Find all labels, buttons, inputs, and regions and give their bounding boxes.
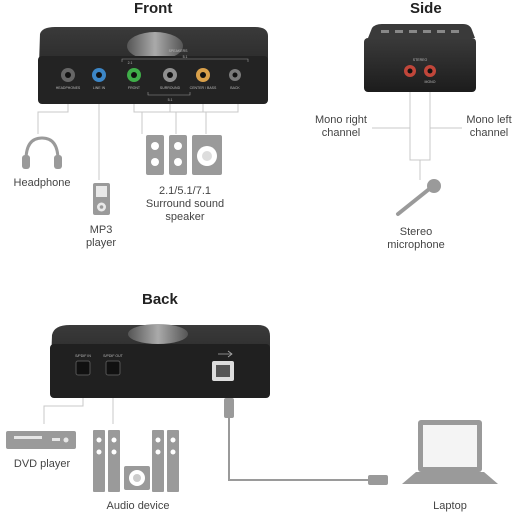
laptop-label: Laptop — [433, 500, 467, 512]
channel-bottom-label: 5.1 — [168, 98, 173, 102]
usb-cable — [224, 398, 388, 485]
mono-right-line2: channel — [321, 127, 361, 139]
channel-top-label: 5.1 — [183, 55, 188, 59]
mono-right-label: Mono right channel — [304, 114, 378, 140]
mono-port-label: MONO — [425, 80, 436, 84]
spdif-out-port[interactable] — [105, 360, 121, 376]
audio-device-icon — [93, 430, 179, 492]
speaker-label-line1: 2.1/5.1/7.1 — [159, 185, 211, 197]
stereo-port-label: STEREO — [413, 58, 428, 62]
stereo-mic-jack-right[interactable] — [404, 65, 416, 77]
back-title: Back — [142, 291, 178, 308]
mp3-player-label: MP3 player — [76, 224, 126, 250]
stereo-mic-jack-left[interactable] — [424, 65, 436, 77]
center-bass-port-label: CENTER / BASS — [190, 86, 217, 90]
spdif-in-port[interactable] — [75, 360, 91, 376]
mic-label-line1: Stereo — [399, 226, 433, 238]
side-title: Side — [410, 0, 442, 17]
mono-right-line1: Mono right — [315, 114, 367, 126]
usb-port[interactable] — [212, 361, 234, 381]
mono-left-line1: Mono left — [466, 114, 512, 126]
mp3-label-line1: MP3 — [89, 224, 113, 236]
front-device: SPEAKERS 5.1 2.1 5.1 HEADPHONES LINE IN … — [38, 27, 268, 104]
side-device: STEREO MONO — [364, 24, 476, 92]
front-grill — [127, 32, 183, 60]
headphones-jack[interactable] — [61, 68, 75, 82]
spdif-out-label: S/PDIF OUT — [103, 354, 124, 358]
headphone-icon — [22, 136, 62, 169]
headphone-label: Headphone — [13, 177, 71, 189]
speaker-label: 2.1/5.1/7.1 Surround sound speaker — [130, 185, 240, 224]
front-title: Front — [134, 0, 173, 17]
spdif-in-label: S/PDIF IN — [75, 354, 91, 358]
back-speaker-jack[interactable] — [229, 69, 241, 81]
center-bass-jack[interactable] — [196, 68, 210, 82]
back-grill — [128, 324, 188, 344]
side-connector-lines — [372, 92, 462, 180]
microphone-icon — [396, 179, 441, 216]
line-in-jack[interactable] — [92, 68, 106, 82]
dvd-player-label: DVD player — [13, 458, 71, 470]
front-port-label: FRONT — [128, 86, 141, 90]
headphones-port-label: HEADPHONES — [56, 86, 81, 90]
back-port-label: BACK — [230, 86, 240, 90]
speaker-label-line2: Surround sound — [145, 198, 225, 210]
front-speaker-jack[interactable] — [127, 68, 141, 82]
usb-icon — [218, 350, 233, 358]
microphone-label: Stereo microphone — [376, 226, 456, 252]
laptop-icon — [402, 420, 498, 484]
mic-label-line2: microphone — [387, 239, 445, 251]
mp3-label-line2: player — [86, 237, 116, 249]
surround-jack[interactable] — [163, 68, 177, 82]
speaker-icon — [146, 135, 222, 175]
mp3-player-icon — [93, 183, 110, 215]
speakers-label: SPEAKERS — [169, 49, 189, 53]
dvd-player-icon — [6, 431, 76, 449]
channel-left-label: 2.1 — [128, 61, 133, 65]
speaker-label-line3: speaker — [165, 211, 205, 223]
back-connector-lines — [43, 398, 114, 424]
back-device: S/PDIF IN S/PDIF OUT — [50, 324, 270, 398]
surround-port-label: SURROUND — [160, 86, 181, 90]
front-connector-lines — [37, 104, 239, 180]
line-in-port-label: LINE IN — [93, 86, 106, 90]
mono-left-label: Mono left channel — [458, 114, 520, 140]
audio-device-label: Audio device — [106, 500, 170, 512]
mono-left-line2: channel — [469, 127, 509, 139]
